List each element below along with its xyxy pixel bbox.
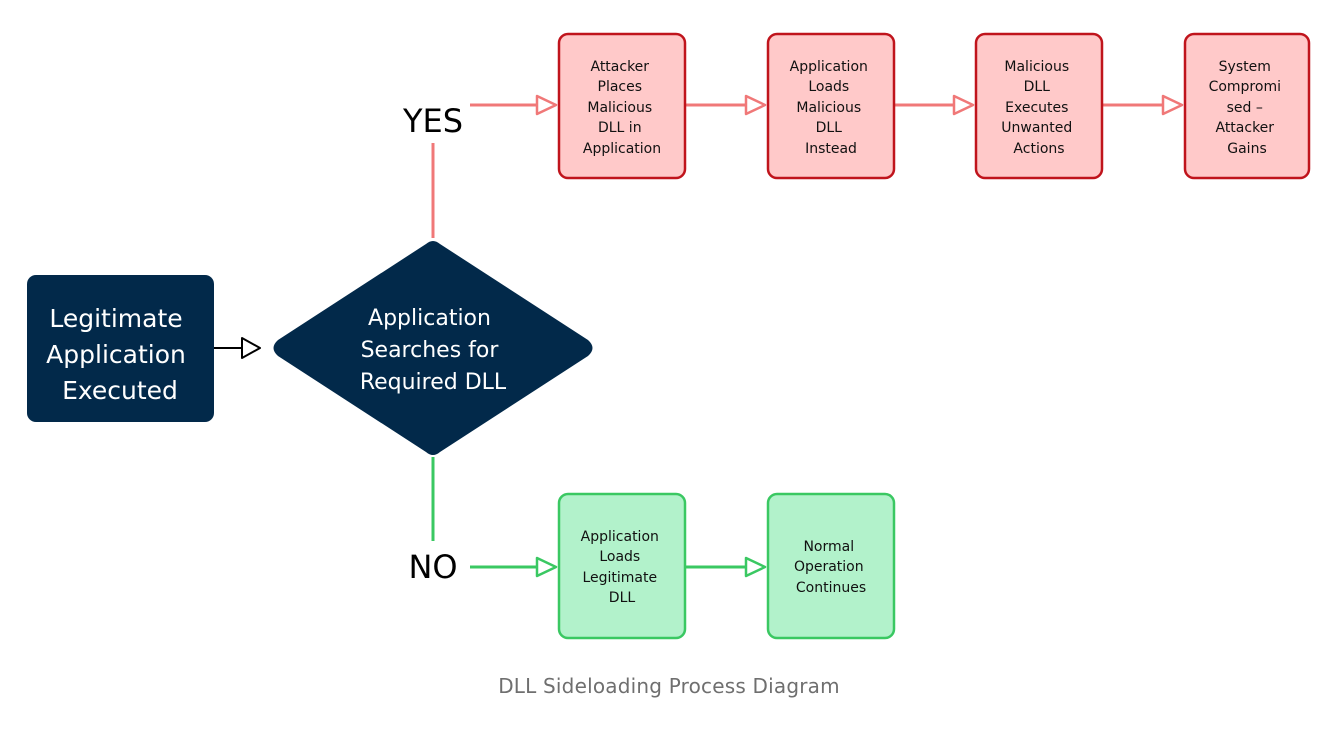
- no-step-line: Application: [581, 529, 659, 545]
- yes-branch-label: YES: [402, 102, 463, 140]
- no-branch-label: NO: [408, 548, 457, 586]
- yes-step: Attacker Places Malicious DLL in Applica…: [557, 32, 687, 180]
- yes-step-box: [974, 32, 1104, 180]
- arrowhead-yes-step1-to-step2: [744, 94, 767, 116]
- no-step-line: DLL: [609, 590, 636, 606]
- decision-node-line: Required DLL: [360, 370, 507, 395]
- yes-step: Malicious DLL Executes Unwanted Actions: [974, 32, 1104, 180]
- arrowhead-start-to-decision: [241, 337, 261, 359]
- start-node: Legitimate Application Executed: [27, 275, 214, 422]
- no-branch-steps: Application Loads Legitimate DLL Normal …: [557, 492, 896, 640]
- no-step: Application Loads Legitimate DLL: [557, 492, 687, 640]
- yes-step: Application Loads Malicious DLL Instead: [766, 32, 896, 180]
- no-step: Normal Operation Continues: [766, 492, 896, 640]
- decision-node: Application Searches for Required DLL: [273, 241, 593, 455]
- no-step-line: Operation: [794, 559, 864, 575]
- yes-step-line: Attacker: [590, 59, 649, 75]
- yes-step-line: Loads: [808, 79, 849, 95]
- yes-step-line: Application: [583, 141, 661, 157]
- yes-step: System Compromi sed – Attacker Gains: [1183, 32, 1311, 180]
- yes-step-line: Instead: [805, 141, 857, 157]
- start-node-label: Legitimate Application Executed: [46, 304, 194, 405]
- yes-step-label: Application Loads Malicious DLL Instead: [790, 59, 873, 157]
- no-step-line: Normal: [803, 539, 854, 555]
- no-step-line: Loads: [599, 549, 640, 565]
- arrowhead-yes-step2-to-step3: [952, 94, 975, 116]
- yes-step-line: Gains: [1227, 141, 1266, 157]
- yes-step-line: DLL in: [598, 120, 642, 136]
- no-step-box: [766, 492, 896, 640]
- arrowhead-yes-step3-to-step4: [1161, 94, 1184, 116]
- yes-step-line: Unwanted: [1001, 120, 1072, 136]
- yes-step-line: Attacker: [1215, 120, 1274, 136]
- yes-step-line: Malicious: [587, 100, 652, 116]
- no-step-line: Legitimate: [582, 570, 657, 586]
- no-step-line: Continues: [796, 580, 866, 596]
- yes-step-line: Actions: [1013, 141, 1064, 157]
- decision-node-line: Searches for: [361, 338, 500, 363]
- yes-step-label: Malicious DLL Executes Unwanted Actions: [1001, 59, 1076, 157]
- no-step-label: Application Loads Legitimate DLL: [581, 529, 664, 606]
- yes-step-line: sed –: [1227, 100, 1263, 116]
- yes-step-line: DLL: [1024, 79, 1051, 95]
- yes-step-line: Places: [598, 79, 643, 95]
- yes-step-box: [557, 32, 687, 180]
- no-step-label: Normal Operation Continues: [794, 539, 868, 596]
- yes-step-line: Executes: [1005, 100, 1068, 116]
- yes-step-line: Malicious: [1004, 59, 1069, 75]
- yes-step-line: Compromi: [1209, 79, 1281, 95]
- yes-step-box: [1183, 32, 1311, 180]
- start-node-line: Application: [46, 340, 186, 369]
- yes-step-line: DLL: [816, 120, 843, 136]
- arrowhead-no-to-step1: [535, 556, 558, 578]
- arrowhead-yes-to-step1: [535, 94, 558, 116]
- yes-step-line: Malicious: [796, 100, 861, 116]
- decision-diamond: [273, 241, 593, 455]
- no-step-box: [557, 492, 687, 640]
- yes-step-line: Application: [790, 59, 868, 75]
- diagram-caption: DLL Sideloading Process Diagram: [498, 674, 840, 698]
- start-node-box: [27, 275, 214, 422]
- yes-step-label: System Compromi sed – Attacker Gains: [1209, 59, 1286, 157]
- arrowhead-no-step1-to-step2: [744, 556, 767, 578]
- decision-node-label: Application Searches for Required DLL: [360, 306, 507, 395]
- decision-node-line: Application: [368, 306, 491, 331]
- connectors: [214, 94, 1184, 578]
- yes-step-label: Attacker Places Malicious DLL in Applica…: [583, 59, 661, 157]
- yes-branch-steps: Attacker Places Malicious DLL in Applica…: [557, 32, 1311, 180]
- start-node-line: Legitimate: [49, 304, 182, 333]
- yes-step-box: [766, 32, 896, 180]
- start-node-line: Executed: [62, 376, 178, 405]
- yes-step-line: System: [1219, 59, 1271, 75]
